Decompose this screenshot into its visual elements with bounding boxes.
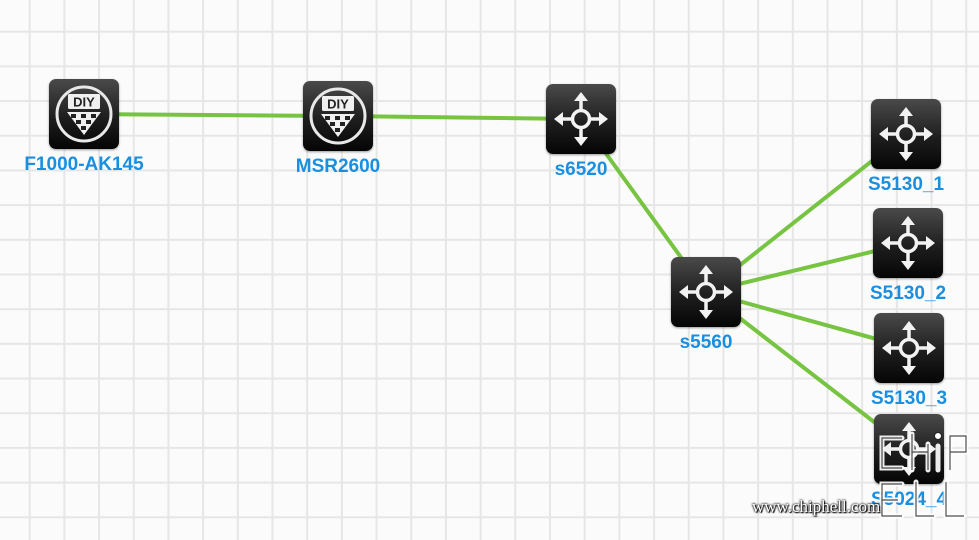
node-label: s5560 <box>679 332 733 353</box>
node-label: S5024_4 <box>870 489 948 510</box>
switch-arrows-icon <box>546 84 616 154</box>
node-label: s6520 <box>554 159 608 180</box>
node-s5024-4[interactable]: S5024_4 <box>871 414 947 510</box>
diy-shield-icon: DIY <box>49 79 119 149</box>
node-label: S5130_3 <box>870 388 948 409</box>
switch-arrows-icon <box>871 99 941 169</box>
link-f1000-msr2600 <box>83 112 339 118</box>
node-s5560[interactable]: s5560 <box>671 257 741 353</box>
node-label: F1000-AK145 <box>24 154 144 175</box>
node-s5130-1[interactable]: S5130_1 <box>868 99 944 195</box>
node-f1000-ak145[interactable]: DIY F1000-AK145 <box>24 79 144 175</box>
switch-arrows-icon <box>874 414 944 484</box>
watermark-text: www.chiphell.com <box>752 497 881 516</box>
node-label: MSR2600 <box>295 156 381 177</box>
switch-arrows-icon <box>873 208 943 278</box>
diy-text: DIY <box>327 97 349 112</box>
node-label: S5130_2 <box>869 283 947 304</box>
switch-arrows-icon <box>874 313 944 383</box>
node-s5130-2[interactable]: S5130_2 <box>870 208 946 304</box>
node-msr2600[interactable]: DIY MSR2600 <box>296 81 380 177</box>
diy-shield-icon: DIY <box>303 81 373 151</box>
link-msr2600-s6520 <box>337 114 582 121</box>
node-s5130-3[interactable]: S5130_3 <box>871 313 947 409</box>
chiphell-logo <box>879 431 969 519</box>
node-label: S5130_1 <box>867 174 945 195</box>
node-s6520[interactable]: s6520 <box>546 84 616 180</box>
switch-arrows-icon <box>671 257 741 327</box>
diy-text: DIY <box>73 95 95 110</box>
